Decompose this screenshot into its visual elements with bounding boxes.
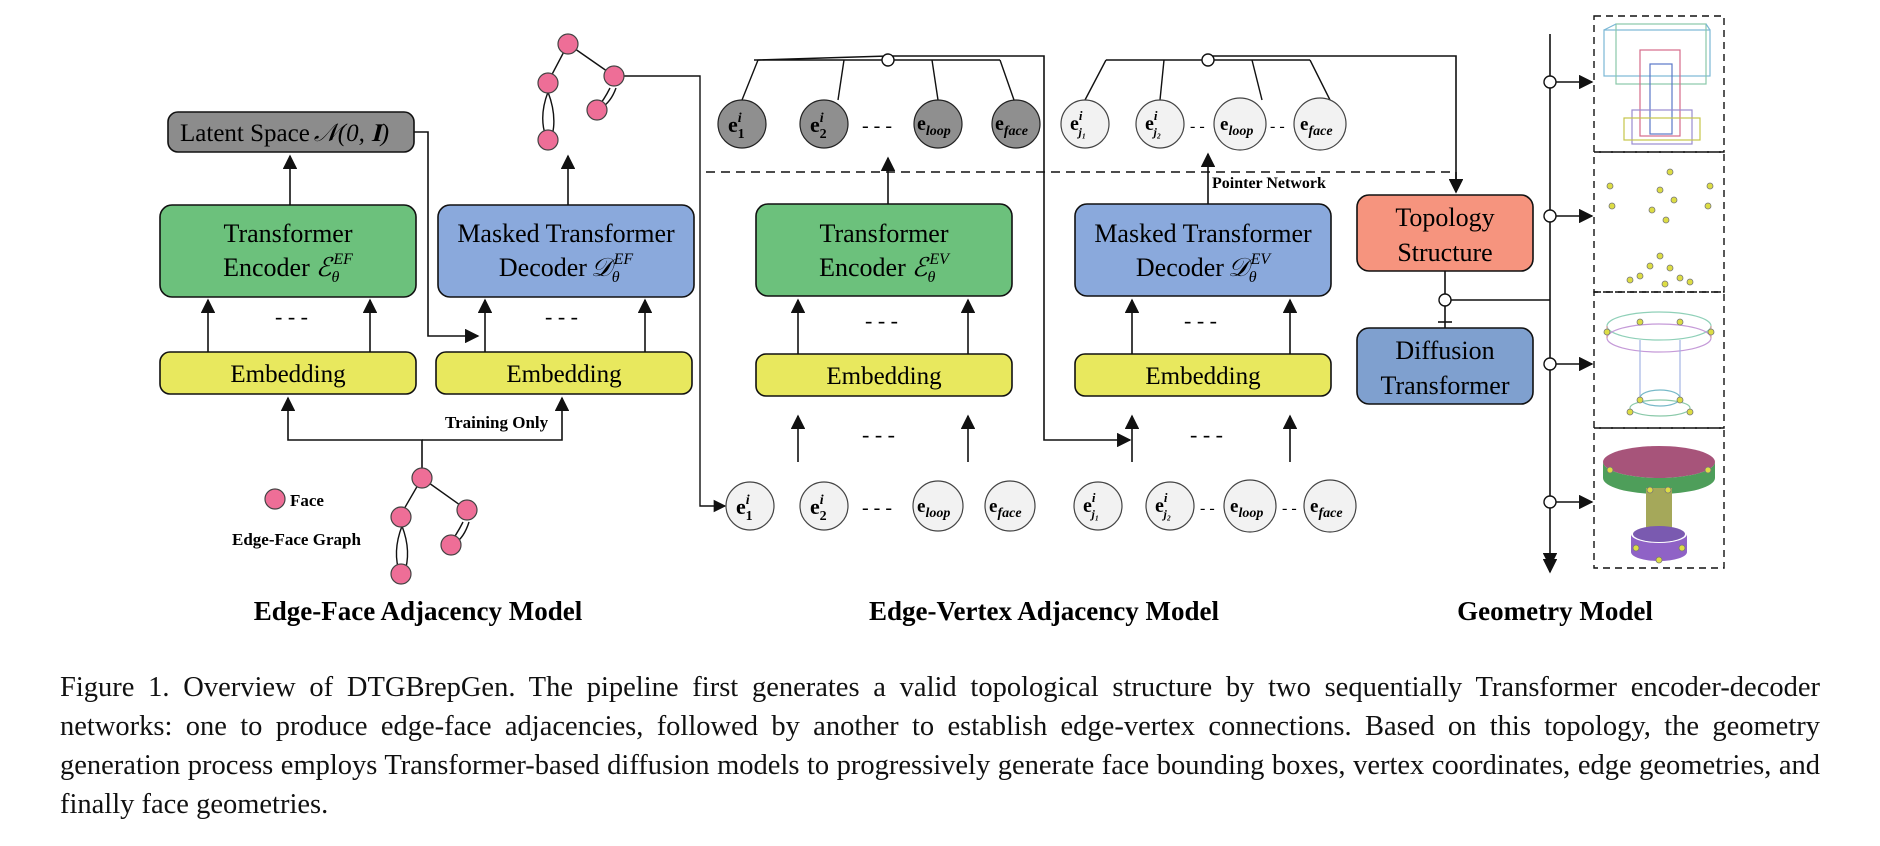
ev-decoder-dots: - - - xyxy=(1184,308,1217,333)
diffusion-transformer-box: Diffusion Transformer xyxy=(1356,327,1534,405)
ev-arrows xyxy=(706,55,1464,462)
ev-decoder-line2: Decoder xyxy=(1136,253,1224,282)
ef-embedding-left-label: Embedding xyxy=(230,361,346,388)
ev-bottom-dots-3: - - xyxy=(1282,500,1297,517)
ev-embedding-right: Embedding xyxy=(1074,353,1332,397)
geometry-panels xyxy=(1593,15,1725,569)
ev-bottom-dots-2: - - xyxy=(1200,500,1215,517)
ev-input-dots-right: - - - xyxy=(1190,422,1223,447)
latent-space-math: 𝒩(0, 𝐈) xyxy=(314,120,389,147)
ef-decoder-line1: Masked Transformer xyxy=(457,219,675,248)
geometry-junctions xyxy=(1438,75,1557,509)
ev-encoder-line2: Encoder xyxy=(819,253,906,282)
ev-encoder-sup: EV xyxy=(928,251,951,268)
ef-embedding-right: Embedding xyxy=(435,351,693,395)
topology-structure-box: Topology Structure xyxy=(1356,194,1534,272)
ev-top-dots-dark: - - - xyxy=(862,115,892,137)
ev-embedding-left-label: Embedding xyxy=(826,363,942,390)
face-nodes-bottom xyxy=(390,467,478,585)
edge-face-model-title: Edge-Face Adjacency Model xyxy=(254,596,583,626)
ef-encoder-dots: - - - xyxy=(275,304,308,329)
edge-vertices xyxy=(1603,318,1715,416)
face-bounding-boxes-illustration xyxy=(1603,23,1711,145)
ev-top-dots-light1: - - xyxy=(1190,118,1205,135)
ev-input-dots-left: - - - xyxy=(862,422,895,447)
ev-top-junction-left xyxy=(881,53,895,67)
ev-encoder-sub: θ xyxy=(927,269,935,286)
edge-face-graph-label: Edge-Face Graph xyxy=(232,530,361,549)
ef-encoder-line1: Transformer xyxy=(223,219,352,248)
ev-top-tree-left xyxy=(741,55,1015,101)
ef-encoder-symbol: ℰ xyxy=(316,253,334,282)
ef-embedding-right-label: Embedding xyxy=(506,361,622,388)
face-legend-icon xyxy=(264,488,286,510)
ef-encoder-sub: θ xyxy=(331,269,339,286)
ef-decoder-sub: θ xyxy=(612,269,620,286)
ev-decoder-sup: EV xyxy=(1250,251,1273,268)
latent-space-label: Latent Space xyxy=(180,120,310,147)
ev-top-junction-right xyxy=(1201,53,1215,67)
pointer-network-label: Pointer Network xyxy=(1212,175,1326,192)
ev-encoder-dots: - - - xyxy=(865,308,898,333)
topology-line2: Structure xyxy=(1397,238,1492,267)
edge-geometries-illustration xyxy=(1606,311,1712,417)
ef-arrows xyxy=(200,131,653,468)
ef-encoder-sup: EF xyxy=(332,251,353,268)
diffusion-line2: Transformer xyxy=(1380,371,1509,400)
edge-face-graph-bottom xyxy=(395,477,470,575)
ev-embedding-right-label: Embedding xyxy=(1145,363,1261,390)
ef-encoder-line2: Encoder xyxy=(223,253,310,282)
training-only-label: Training Only xyxy=(445,413,549,432)
figure-caption: Figure 1. Overview of DTGBrepGen. The pi… xyxy=(60,672,1820,820)
face-legend-label: Face xyxy=(290,491,324,510)
ev-decoder-sub: θ xyxy=(1249,269,1257,286)
geometry-connectors xyxy=(1438,34,1594,574)
ev-bottom-dots-1: - - - xyxy=(862,497,892,519)
ef-embedding-left: Embedding xyxy=(159,351,417,395)
solid-vertices xyxy=(1606,466,1712,564)
ev-decoder-line1: Masked Transformer xyxy=(1094,219,1312,248)
topology-line1: Topology xyxy=(1395,203,1494,232)
face-geometries-illustration xyxy=(1603,446,1715,561)
ev-embedding-left: Embedding xyxy=(755,353,1013,397)
ef-decoder-sup: EF xyxy=(613,251,634,268)
edge-vertex-model-title: Edge-Vertex Adjacency Model xyxy=(869,596,1219,626)
face-nodes-top xyxy=(537,33,625,151)
geometry-model-title: Geometry Model xyxy=(1457,596,1653,626)
vertex-coordinates-illustration xyxy=(1606,168,1714,288)
ef-decoder-line2: Decoder xyxy=(499,253,587,282)
token-eloop-dark: eloop xyxy=(917,113,951,139)
ev-encoder-line1: Transformer xyxy=(819,219,948,248)
ev-encoder-symbol: ℰ xyxy=(912,253,930,282)
token-eloop-bottom-j: eloop xyxy=(1230,496,1263,521)
ev-top-dots-light2: - - xyxy=(1270,118,1285,135)
ef-decoder-dots: - - - xyxy=(545,304,578,329)
diffusion-line1: Diffusion xyxy=(1395,336,1494,365)
